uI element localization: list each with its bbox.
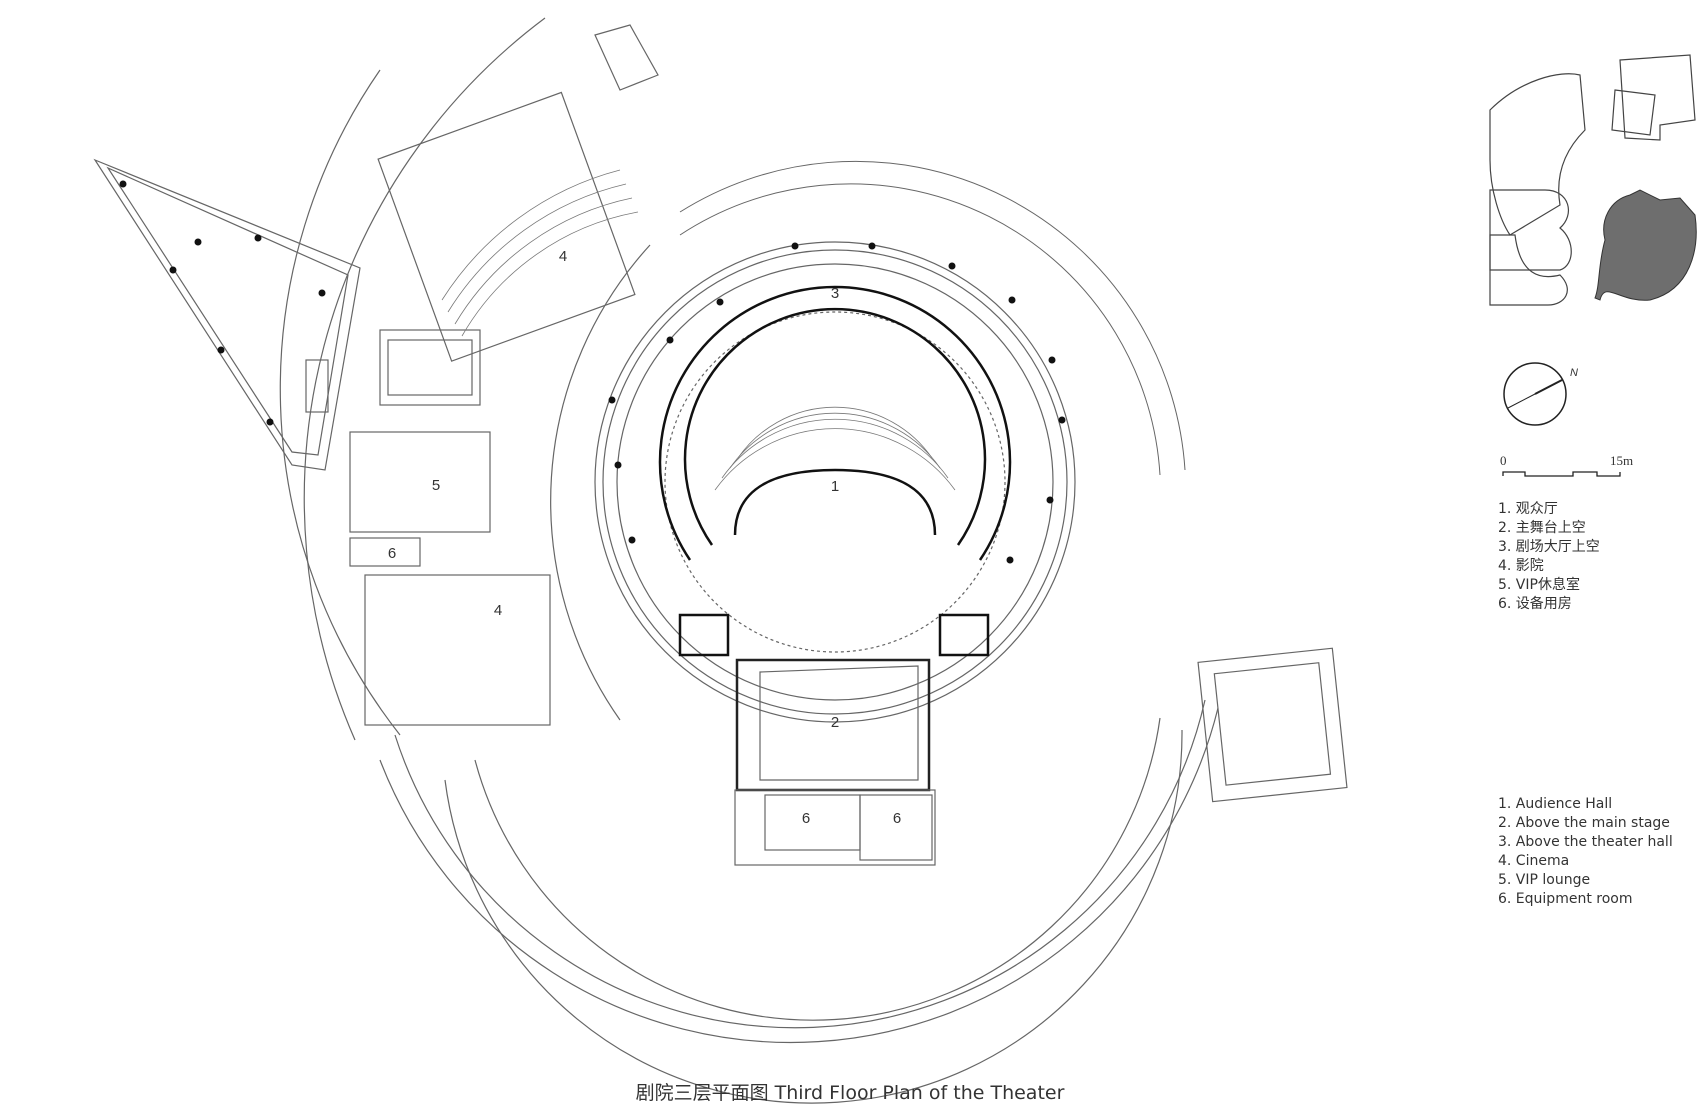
scale-bar-icon xyxy=(1502,471,1621,477)
north-label: N xyxy=(1570,367,1578,379)
legend-chinese: 1. 观众厅 2. 主舞台上空 3. 剧场大厅上空 4. 影院 5. VIP休息… xyxy=(1498,500,1600,614)
scale-end-label: 15m xyxy=(1610,453,1633,468)
legend-en-item: 2. Above the main stage xyxy=(1498,815,1670,831)
plan-caption: 剧院三层平面图 Third Floor Plan of the Theater xyxy=(635,1082,1065,1104)
legend-zh-item: 2. 主舞台上空 xyxy=(1498,520,1586,536)
legend-zh-item: 1. 观众厅 xyxy=(1498,501,1558,517)
legend-en-item: 4. Cinema xyxy=(1498,853,1570,869)
legend-zh-item: 5. VIP休息室 xyxy=(1498,577,1580,593)
legend-en-item: 1. Audience Hall xyxy=(1498,796,1613,812)
scale-start-label: 0 xyxy=(1500,453,1507,468)
room-label-cinema-upper: 4 xyxy=(559,248,567,265)
room-label-equipment-left: 6 xyxy=(388,545,396,562)
room-label-equipment-bottom-a: 6 xyxy=(802,810,810,827)
legend-en-item: 3. Above the theater hall xyxy=(1498,834,1673,850)
legend-zh-item: 3. 剧场大厅上空 xyxy=(1498,539,1600,555)
legend-en-item: 5. VIP lounge xyxy=(1498,872,1591,888)
room-label-audience-hall: 1 xyxy=(831,478,839,495)
legend-english: 1. Audience Hall 2. Above the main stage… xyxy=(1498,795,1673,909)
room-label-cinema-lower: 4 xyxy=(494,602,502,619)
legend-zh-item: 4. 影院 xyxy=(1498,558,1544,574)
north-arrow-icon xyxy=(1503,362,1567,426)
legend-zh-item: 6. 设备用房 xyxy=(1498,596,1572,612)
room-label-main-stage: 2 xyxy=(831,714,839,731)
room-label-theater-hall: 3 xyxy=(831,285,839,302)
room-label-vip-lounge: 5 xyxy=(432,477,440,494)
key-plan xyxy=(1489,54,1696,306)
room-label-equipment-bottom-b: 6 xyxy=(893,810,901,827)
legend-en-item: 6. Equipment room xyxy=(1498,891,1633,907)
key-plan-theater-highlight xyxy=(1594,189,1697,301)
